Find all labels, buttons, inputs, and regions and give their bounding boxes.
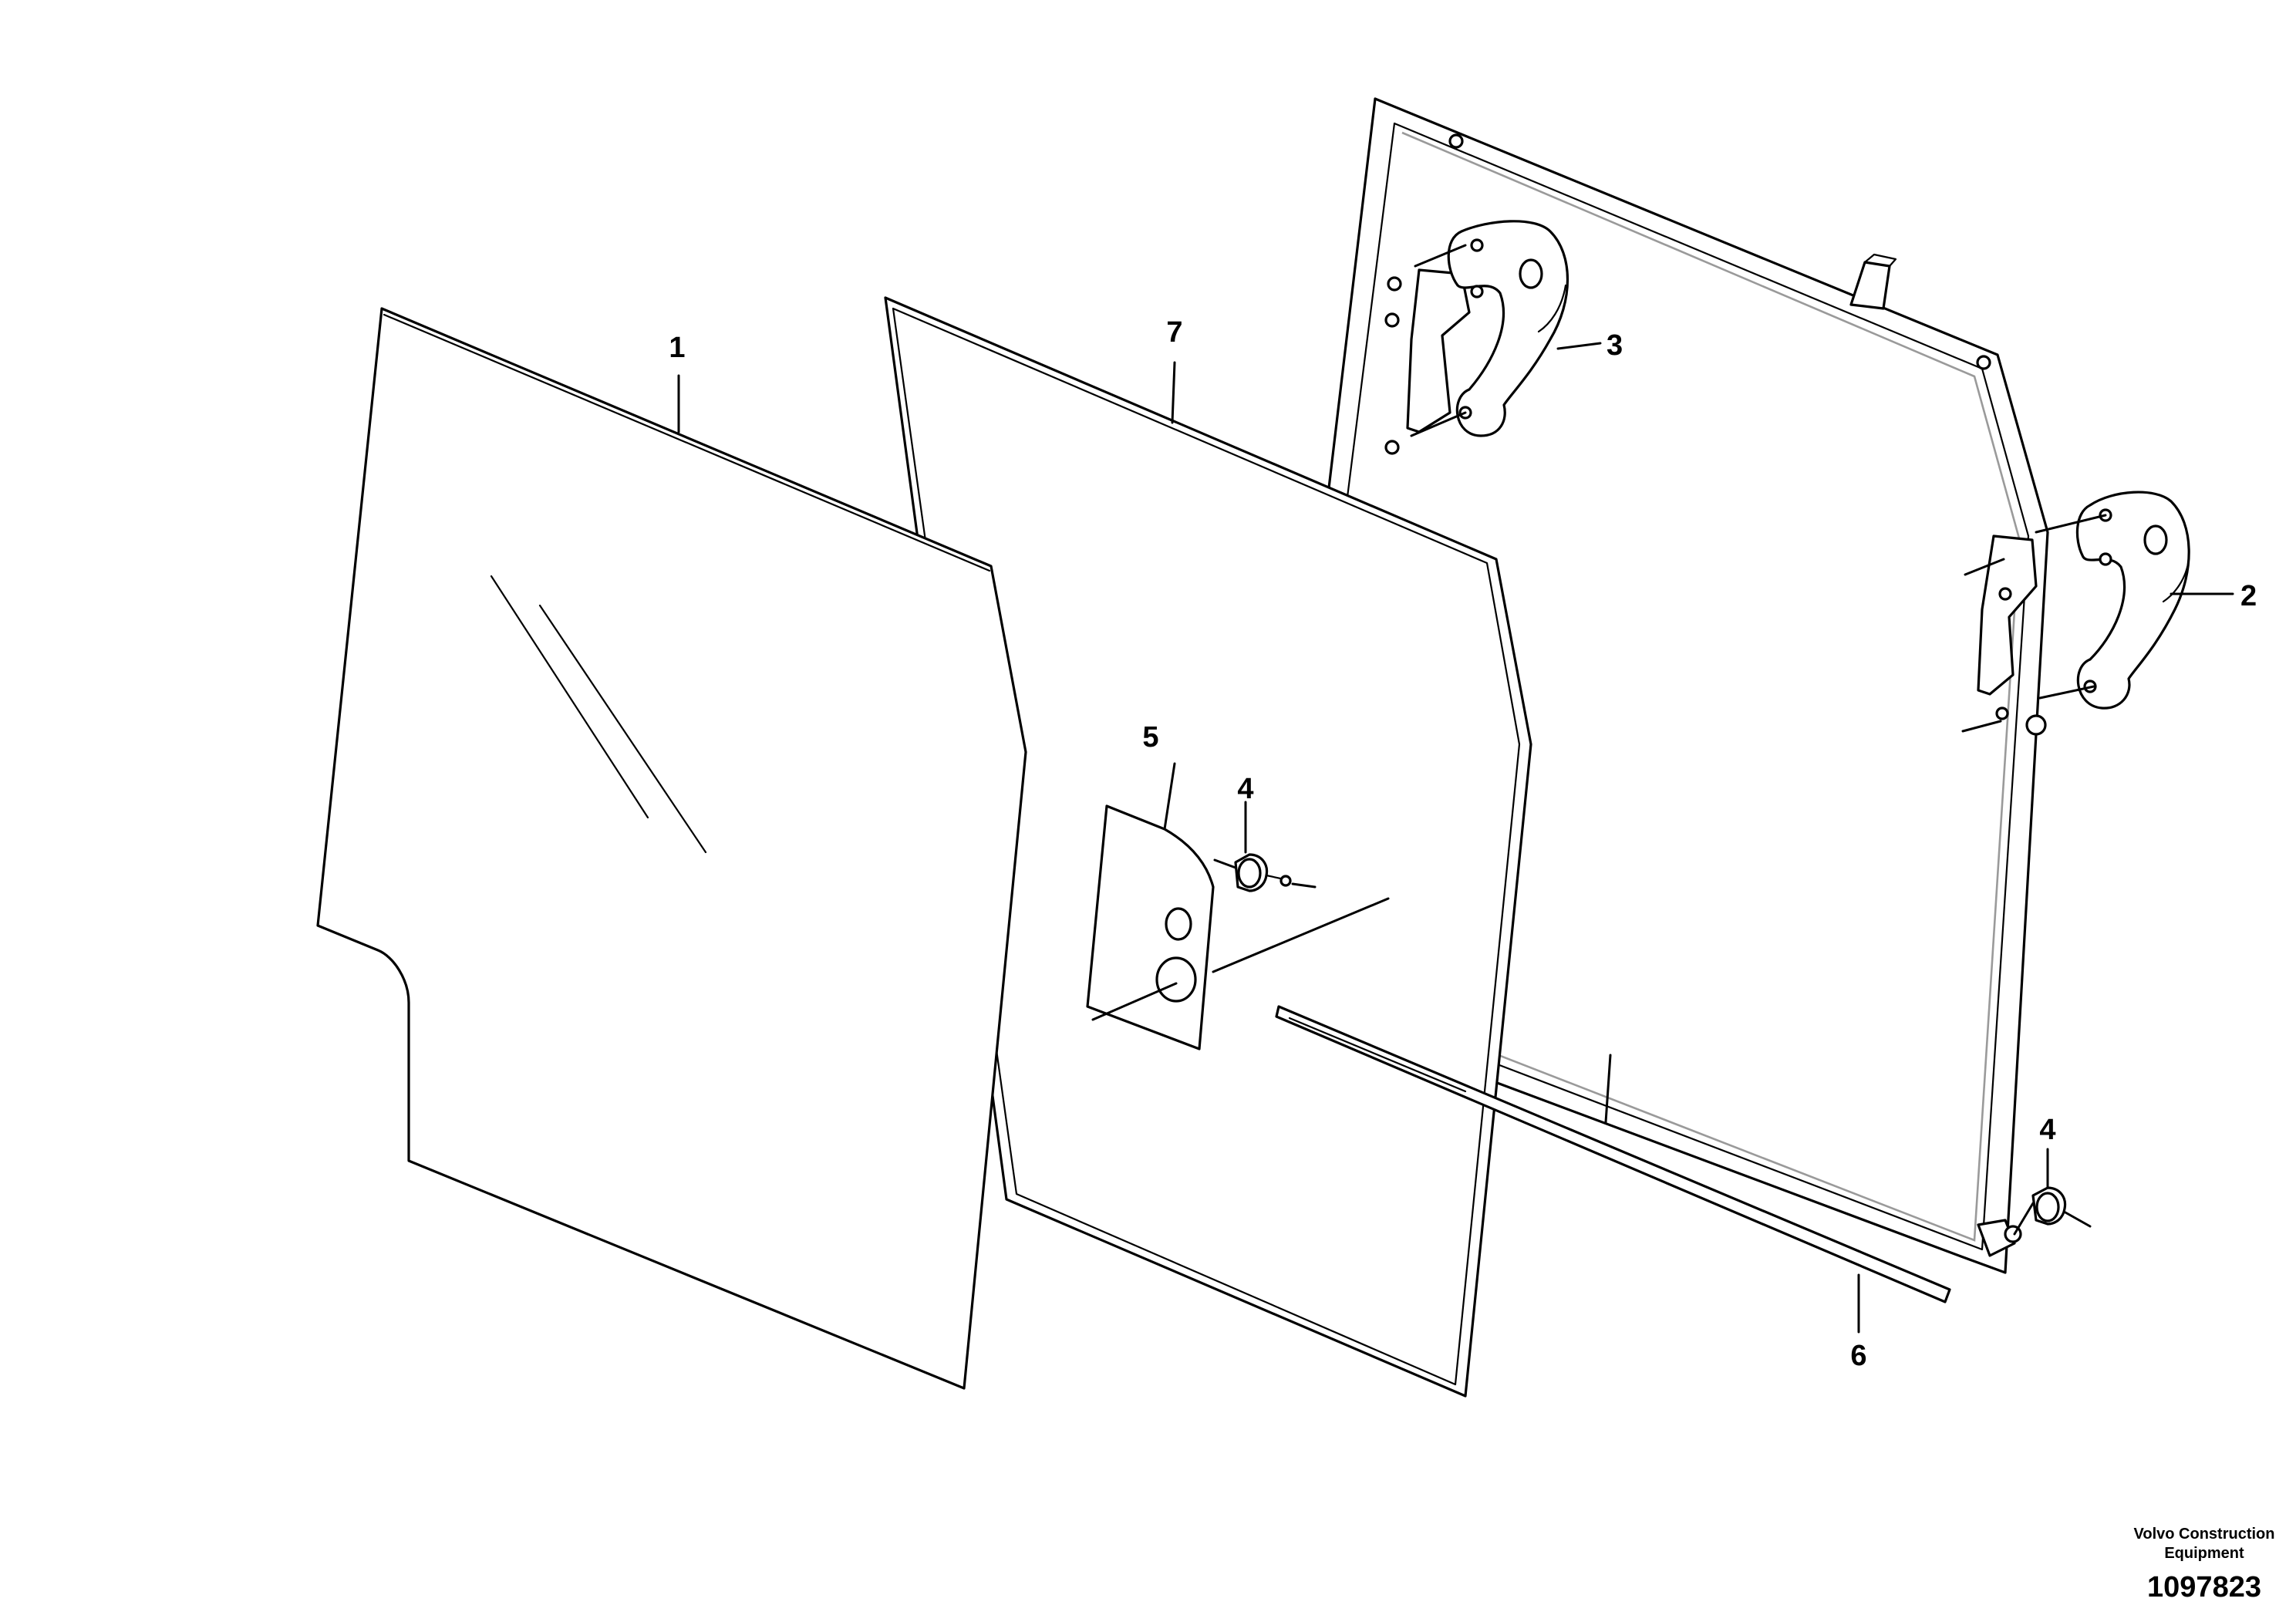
rubber-strip — [1275, 1005, 1951, 1303]
maker-name-line1: Volvo Construction — [2134, 1526, 2275, 1543]
hinge-lower — [1977, 491, 2190, 736]
bushing-left — [1234, 853, 1292, 892]
callout-1: 1 — [669, 332, 685, 364]
document-number: 1097823 — [2147, 1571, 2261, 1603]
mounting-plate — [1086, 804, 1215, 1050]
callout-4-right: 4 — [2039, 1114, 2055, 1146]
callout-7: 7 — [1166, 316, 1182, 349]
callout-4-left: 4 — [1237, 773, 1253, 805]
glass-pane — [316, 307, 1027, 1390]
callout-3: 3 — [1607, 329, 1623, 362]
callout-6: 6 — [1850, 1340, 1866, 1372]
maker-name-line2: Equipment — [2164, 1545, 2244, 1562]
callout-2: 2 — [2240, 580, 2257, 612]
hinge-upper — [1384, 220, 1569, 455]
bushing-right — [2031, 1186, 2067, 1226]
callout-5: 5 — [1142, 721, 1158, 754]
